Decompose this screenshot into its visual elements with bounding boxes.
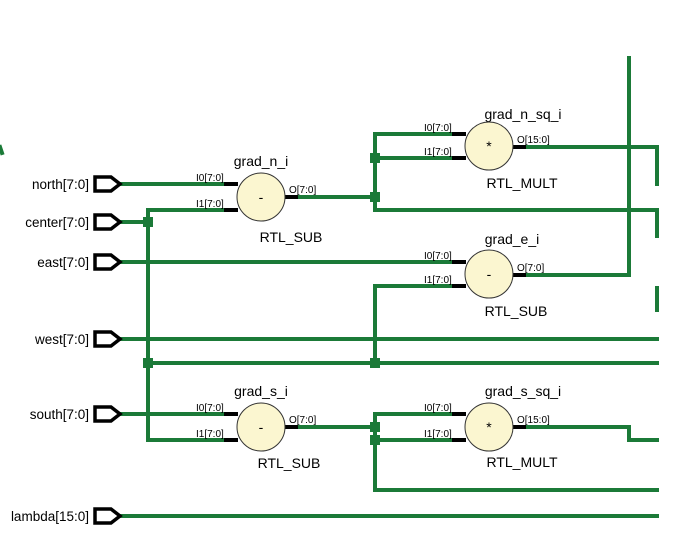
port-center-icon	[93, 213, 123, 231]
port-west-icon	[93, 330, 123, 348]
net-center-to-grad-e[interactable]	[146, 284, 465, 365]
cell-grad-e-i-i0-label: I0[7:0]	[424, 251, 452, 262]
port-south[interactable]: south[7:0]	[30, 405, 123, 423]
net-junctions	[143, 153, 380, 445]
junction-center	[143, 217, 153, 227]
cell-grad-e-i-name: grad_e_i	[485, 231, 540, 247]
cell-grad-s-sq-i-i0-label: I0[7:0]	[424, 403, 452, 414]
net-grad-n-to-right[interactable]	[373, 208, 659, 238]
cell-grad-s-sq-i-op: *	[486, 419, 492, 435]
junction-grad-s-out	[370, 422, 380, 432]
cell-grad-e-i-body	[464, 249, 514, 299]
cell-grad-s-sq-i-type: RTL_MULT	[486, 454, 558, 470]
port-east[interactable]: east[7:0]	[37, 253, 123, 271]
port-center-label: center[7:0]	[25, 215, 89, 230]
cell-grad-n-sq-i-op: *	[486, 138, 492, 154]
junction-grad-s-sq	[370, 435, 380, 445]
cell-grad-n-i-type: RTL_SUB	[260, 229, 323, 245]
cell-grad-n-i[interactable]: grad_n_i I0[7:0] I1[7:0] O[7:0] - RTL_SU…	[196, 153, 322, 245]
cell-grad-e-i-o-label: O[7:0]	[517, 263, 544, 274]
cell-grad-s-i-i1-label: I1[7:0]	[196, 429, 224, 440]
cell-grad-s-sq-i-o-label: O[15:0]	[517, 415, 550, 426]
cell-grad-n-i-o-label: O[7:0]	[289, 185, 316, 196]
net-grad-s-sq-out[interactable]	[515, 425, 659, 442]
port-lambda[interactable]: lambda[15:0]	[11, 507, 123, 525]
nets	[0, 56, 659, 518]
cell-grad-e-i-i1-label: I1[7:0]	[424, 275, 452, 286]
cell-grad-s-sq-i-i1-label: I1[7:0]	[424, 429, 452, 440]
port-south-icon	[93, 405, 123, 423]
cell-grad-n-i-op: -	[259, 189, 264, 205]
port-center[interactable]: center[7:0]	[25, 213, 123, 231]
net-grad-n-sq-out[interactable]	[515, 145, 659, 186]
cell-grad-s-i[interactable]: grad_s_i I0[7:0] I1[7:0] O[7:0] - RTL_SU…	[196, 383, 320, 471]
cell-grad-s-i-type: RTL_SUB	[258, 455, 321, 471]
cell-grad-s-sq-i-name: grad_s_sq_i	[485, 383, 561, 399]
cell-grad-s-sq-i-body	[464, 402, 514, 452]
cell-grad-n-i-body	[236, 172, 286, 222]
port-east-icon	[93, 253, 123, 271]
cell-grad-s-i-name: grad_s_i	[234, 383, 288, 399]
cell-grad-n-sq-i-type: RTL_MULT	[486, 175, 558, 191]
port-south-label: south[7:0]	[30, 407, 89, 422]
cell-grad-s-i-body	[236, 402, 286, 452]
cell-grad-n-sq-i[interactable]: grad_n_sq_i I0[7:0] I1[7:0] O[15:0] * RT…	[424, 106, 562, 191]
input-ports: north[7:0] center[7:0] east[7:0] west[7:…	[11, 175, 123, 525]
port-west-label: west[7:0]	[34, 332, 89, 347]
cell-grad-n-sq-i-name: grad_n_sq_i	[484, 106, 561, 122]
port-north-icon	[93, 175, 123, 193]
port-lambda-icon	[93, 507, 123, 525]
cell-grad-e-i[interactable]: grad_e_i I0[7:0] I1[7:0] O[7:0] - RTL_SU…	[424, 231, 547, 319]
cell-grad-s-i-i0-label: I0[7:0]	[196, 403, 224, 414]
cell-grad-n-i-i0-label: I0[7:0]	[196, 173, 224, 184]
cell-grad-n-sq-i-i1-label: I1[7:0]	[424, 147, 452, 158]
junction-center-bus	[143, 358, 153, 368]
cell-grad-e-i-op: -	[487, 266, 492, 282]
port-east-label: east[7:0]	[37, 255, 89, 270]
port-west[interactable]: west[7:0]	[34, 330, 123, 348]
cell-grad-s-sq-i[interactable]: grad_s_sq_i I0[7:0] I1[7:0] O[15:0] * RT…	[424, 383, 561, 470]
cell-grad-n-i-name: grad_n_i	[234, 153, 289, 169]
junction-center-right	[370, 358, 380, 368]
cell-grad-n-sq-i-o-label: O[15:0]	[517, 135, 550, 146]
port-north-label: north[7:0]	[32, 177, 89, 192]
cell-grad-s-i-op: -	[259, 419, 264, 435]
rtl-cells: grad_n_i I0[7:0] I1[7:0] O[7:0] - RTL_SU…	[196, 106, 562, 471]
junction-grad-n-out	[370, 192, 380, 202]
cell-grad-n-sq-i-i0-label: I0[7:0]	[424, 123, 452, 134]
port-north[interactable]: north[7:0]	[32, 175, 123, 193]
port-lambda-label: lambda[15:0]	[11, 509, 89, 524]
net-left-edge-stub[interactable]	[0, 144, 5, 156]
cell-grad-n-i-i1-label: I1[7:0]	[196, 199, 224, 210]
net-grad-e-out[interactable]	[515, 56, 631, 277]
cell-grad-e-i-type: RTL_SUB	[485, 303, 548, 319]
cell-grad-n-sq-i-body	[464, 121, 514, 171]
junction-grad-n-sq	[370, 153, 380, 163]
cell-grad-s-i-o-label: O[7:0]	[289, 415, 316, 426]
